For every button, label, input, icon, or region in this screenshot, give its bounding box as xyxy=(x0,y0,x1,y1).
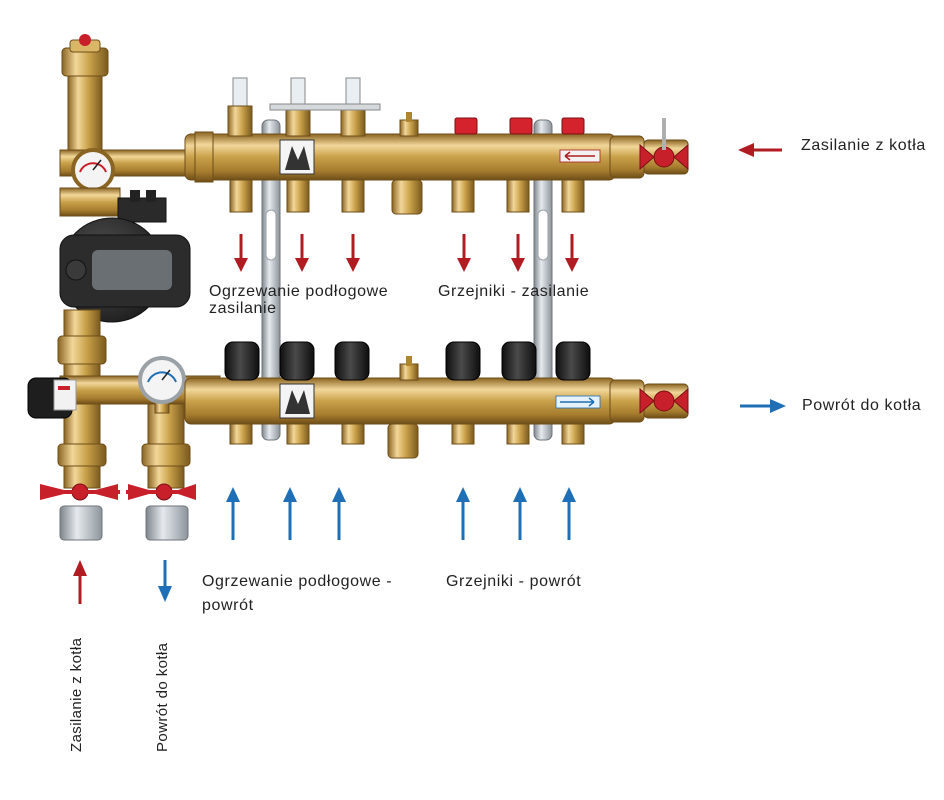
supply-manifold-bar xyxy=(184,131,689,183)
thermometer-top-icon xyxy=(71,148,115,192)
arrow-up-blue-icon xyxy=(513,487,527,540)
arrow-up-blue-icon xyxy=(332,487,346,540)
return-to-boiler-vertical-label: Powrót do kotła xyxy=(154,642,171,752)
red-valve-cap-1 xyxy=(454,117,478,135)
arrow-up-red-icon xyxy=(73,560,87,604)
arrow-left-red-icon xyxy=(738,143,782,157)
return-ball-valve xyxy=(639,387,689,415)
supply-outlets xyxy=(229,179,585,215)
underfloor-supply-label: Ogrzewanie podłogowe xyxy=(209,283,389,300)
return-manifold-bar xyxy=(184,377,689,425)
circulation-pump xyxy=(59,187,191,323)
air-vent-cap-icon xyxy=(79,34,91,46)
arrow-down-red-icon xyxy=(565,234,579,272)
supply-arrows xyxy=(234,234,579,272)
arrow-up-blue-icon xyxy=(283,487,297,540)
arrow-down-red-icon xyxy=(234,234,248,272)
return-arrows xyxy=(226,487,576,540)
mixing-valve-actuator xyxy=(27,377,77,419)
supply-ball-valve xyxy=(639,118,689,171)
arrow-down-blue-icon xyxy=(158,560,172,602)
top-air-vent xyxy=(399,112,419,137)
arrow-down-red-icon xyxy=(295,234,309,272)
arrow-down-red-icon xyxy=(457,234,471,272)
left-supply-valve xyxy=(40,483,120,501)
flow-meter-2 xyxy=(285,77,311,137)
return-to-boiler-label: Powrót do kotła xyxy=(802,397,922,414)
thermometer-bottom-icon xyxy=(138,356,186,414)
arrow-up-blue-icon xyxy=(562,487,576,540)
mounting-bracket-left xyxy=(261,119,281,441)
left-return-valve xyxy=(126,483,196,501)
supply-from-boiler-vertical-label: Zasilanie z kotła xyxy=(68,637,85,752)
underfloor-return-label: Ogrzewanie podłogowe - xyxy=(202,573,393,590)
arrow-right-blue-icon xyxy=(740,399,786,413)
flow-meter-1 xyxy=(227,77,253,137)
black-actuator-caps xyxy=(224,341,591,381)
arrow-down-red-icon xyxy=(511,234,525,272)
red-valve-cap-2 xyxy=(509,117,533,135)
mixing-group-pipes xyxy=(57,309,221,541)
supply-from-boiler-label: Zasilanie z kotła xyxy=(801,137,926,154)
radiators-return-label: Grzejniki - powrót xyxy=(446,573,582,590)
arrow-up-blue-icon xyxy=(456,487,470,540)
red-valve-cap-3 xyxy=(561,117,585,135)
underfloor-supply-label-line2: zasilanie xyxy=(209,300,277,317)
radiators-supply-label: Grzejniki - zasilanie xyxy=(438,283,590,300)
arrow-up-blue-icon xyxy=(226,487,240,540)
arrow-down-red-icon xyxy=(346,234,360,272)
mounting-bracket-right xyxy=(533,119,553,441)
underfloor-return-label-line2: powrót xyxy=(202,597,254,614)
return-outlets xyxy=(229,423,585,459)
